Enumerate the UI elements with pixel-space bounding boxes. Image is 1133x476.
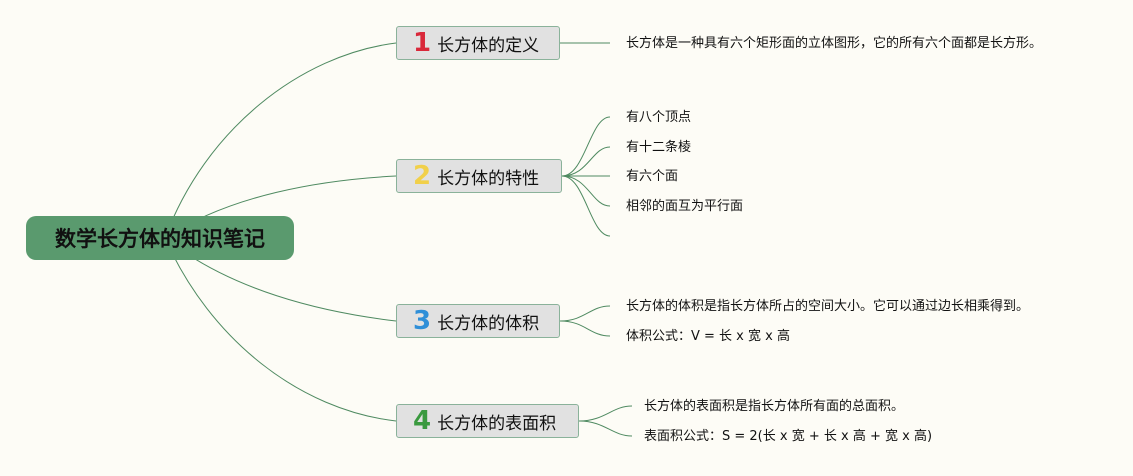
leaf-3-2: 体积公式：V = 长 x 宽 x 高 [626,329,790,344]
link-topic-2-leaf-5 [561,175,611,237]
topic-node-4[interactable]: 4 长方体的表面积 [396,404,579,438]
topic-label-4: 长方体的表面积 [437,413,557,434]
link-root-topic-4 [164,237,397,422]
link-root-topic-1 [164,42,397,239]
topic-node-2[interactable]: 2 长方体的特性 [396,159,562,193]
leaf-4-2: 表面积公式：S = 2(长 x 宽 + 长 x 高 + 宽 x 高) [644,429,933,444]
leaf-1-1: 长方体是一种具有六个矩形面的立体图形，它的所有六个面都是长方形。 [626,36,1043,51]
link-topic-4-leaf-2 [578,420,633,437]
link-topic-3-leaf-2 [559,320,611,337]
root-node[interactable]: 数学长方体的知识笔记 [26,216,294,260]
leaf-4-1: 长方体的表面积是指长方体所有面的总面积。 [644,399,905,414]
topic-label-2: 长方体的特性 [437,168,540,189]
topic-label-3: 长方体的体积 [437,313,540,334]
link-topic-2-leaf-2 [561,146,611,177]
topic-label-1: 长方体的定义 [437,35,540,56]
root-title: 数学长方体的知识笔记 [55,227,265,251]
link-topic-4-leaf-1 [578,405,633,422]
link-topic-3-leaf-1 [559,305,611,322]
topic-number-3: 3 [413,306,432,336]
topic-number-1: 1 [413,28,432,58]
topic-number-4: 4 [413,406,432,436]
topic-node-3[interactable]: 3 长方体的体积 [396,304,560,338]
link-topic-2-leaf-4 [561,175,611,207]
leaf-2-3: 有六个面 [626,169,679,184]
topic-number-2: 2 [413,161,432,191]
topic-node-1[interactable]: 1 长方体的定义 [396,26,560,60]
link-topic-2-leaf-1 [561,116,611,177]
leaf-2-1: 有八个顶点 [626,110,692,125]
leaf-2-4: 相邻的面互为平行面 [626,199,744,214]
leaf-2-2: 有十二条棱 [626,140,692,155]
leaf-3-1: 长方体的体积是指长方体所占的空间大小。它可以通过边长相乘得到。 [626,299,1030,314]
